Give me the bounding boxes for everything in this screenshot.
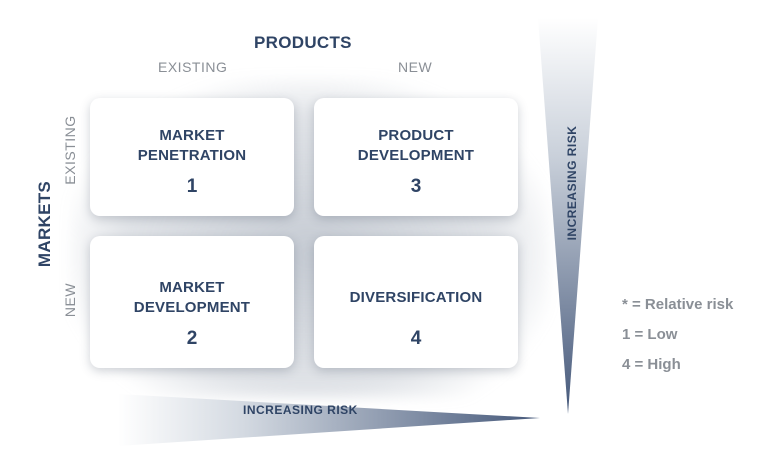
horizontal-risk-wedge: [118, 394, 540, 446]
cell-product-development: PRODUCT DEVELOPMENT 3: [314, 98, 518, 216]
cell-label: PRODUCT DEVELOPMENT: [357, 127, 475, 164]
cell-label: DIVERSIFICATION: [349, 289, 483, 306]
vertical-risk-label: INCREASING RISK: [565, 125, 579, 241]
cell-market-development: MARKET DEVELOPMENT 2: [90, 236, 294, 368]
legend-high: 4 = High: [622, 356, 681, 373]
legend-low: 1 = Low: [622, 326, 678, 343]
cell-number: 1: [186, 176, 198, 197]
cell-number: 3: [410, 176, 422, 197]
cell-number: 2: [186, 328, 198, 349]
vertical-risk-wedge: [538, 18, 598, 414]
cell-number: 4: [410, 328, 422, 349]
products-existing-label: EXISTING: [158, 59, 228, 75]
legend-relative-risk: * = Relative risk: [622, 296, 734, 313]
products-new-label: NEW: [398, 59, 433, 75]
horizontal-risk-label: INCREASING RISK: [243, 403, 358, 417]
products-title: PRODUCTS: [254, 33, 352, 52]
cell-label: MARKET DEVELOPMENT: [133, 279, 251, 316]
cell-market-penetration: MARKET PENETRATION 1: [90, 98, 294, 216]
cell-diversification: DIVERSIFICATION 4: [314, 236, 518, 368]
cell-label: MARKET PENETRATION: [137, 127, 247, 164]
